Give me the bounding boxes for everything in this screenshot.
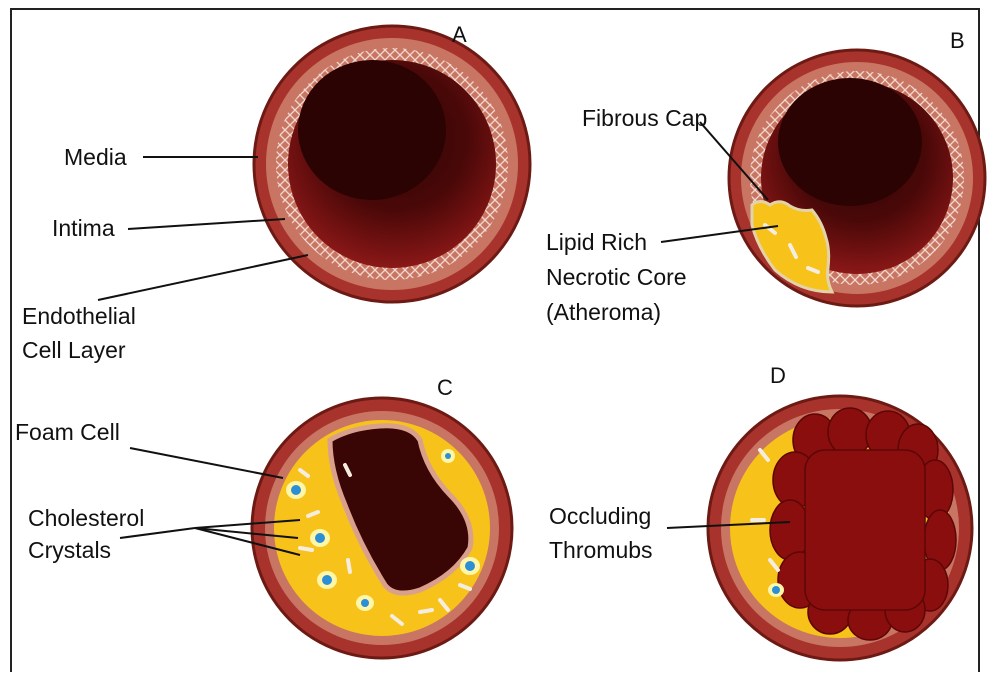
foam-cell-nucleus	[772, 586, 780, 594]
panel-letter-a: A	[452, 22, 467, 47]
label-fibrous-cap: Fibrous Cap	[582, 105, 707, 131]
panel-letter-d: D	[770, 363, 786, 388]
label-atheroma: (Atheroma)	[546, 299, 661, 325]
panel-a	[254, 26, 530, 302]
label-foam-cell: Foam Cell	[15, 419, 120, 445]
label-cell-layer: Cell Layer	[22, 337, 126, 363]
panel-letter-b: B	[950, 28, 965, 53]
label-occluding: Occluding	[549, 503, 651, 529]
label-intima: Intima	[52, 215, 115, 241]
label-thrombus: Thromubs	[549, 537, 653, 563]
label-cholesterol: Cholesterol	[28, 505, 144, 531]
label-crystals: Crystals	[28, 537, 111, 563]
label-necrotic-core: Necrotic Core	[546, 264, 687, 290]
label-media: Media	[64, 144, 127, 170]
panel-letter-c: C	[437, 375, 453, 400]
lumen-core	[778, 78, 922, 206]
panel-d	[708, 396, 972, 660]
lumen-core	[298, 60, 446, 200]
panel-b	[729, 50, 985, 306]
occluding-thrombus	[770, 408, 956, 640]
panel-c	[252, 398, 512, 658]
label-lipid-rich: Lipid Rich	[546, 229, 647, 255]
label-endothelial: Endothelial	[22, 303, 136, 329]
